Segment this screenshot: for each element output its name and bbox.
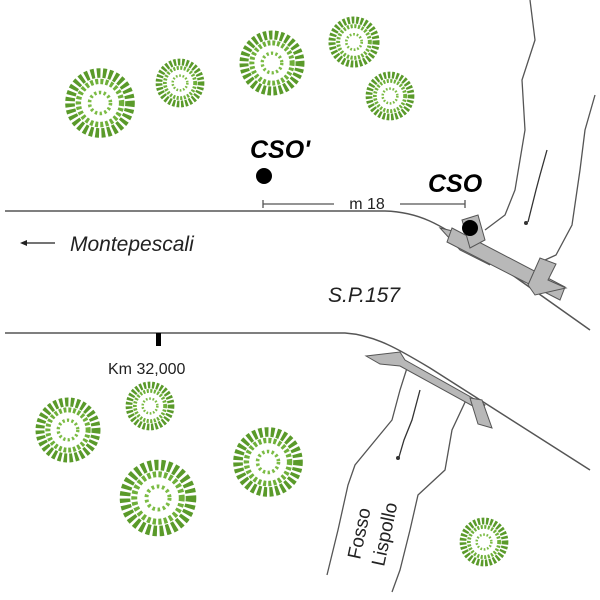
road-edge-south [5, 332, 591, 471]
bridge-icon [364, 351, 493, 429]
tree-icon [463, 521, 505, 563]
tree-icon [129, 385, 171, 427]
distance-label: m 18 [349, 196, 385, 213]
tree-icon [244, 35, 300, 91]
point-marker-icon [462, 220, 478, 236]
km-post-icon [156, 333, 161, 346]
cso-label: CSO [428, 170, 483, 198]
flow-arrow-icon [396, 456, 400, 460]
cso-prime-label: CSO' [250, 136, 311, 164]
tree-icon [238, 432, 298, 492]
road-label: S.P.157 [328, 284, 401, 307]
km-marker-label: Km 32,000 [108, 361, 185, 378]
tree-icon [125, 465, 191, 531]
stream-bank [326, 367, 408, 576]
stream-bank [484, 0, 536, 231]
tree-icon [159, 62, 201, 104]
town-label: Montepescali [70, 233, 195, 256]
bridge-icon [438, 214, 568, 301]
flow-arrow-icon [527, 149, 548, 223]
stream-bank [544, 94, 596, 261]
tree-icon [369, 75, 411, 117]
point-marker-icon [256, 168, 272, 184]
flow-arrow-icon [524, 221, 528, 225]
tree-icon [70, 73, 130, 133]
arrow-left-icon [20, 240, 55, 246]
flow-arrow-icon [398, 389, 421, 458]
tree-icon [40, 402, 96, 458]
tree-icon [332, 20, 376, 64]
stream-bank [391, 397, 468, 593]
